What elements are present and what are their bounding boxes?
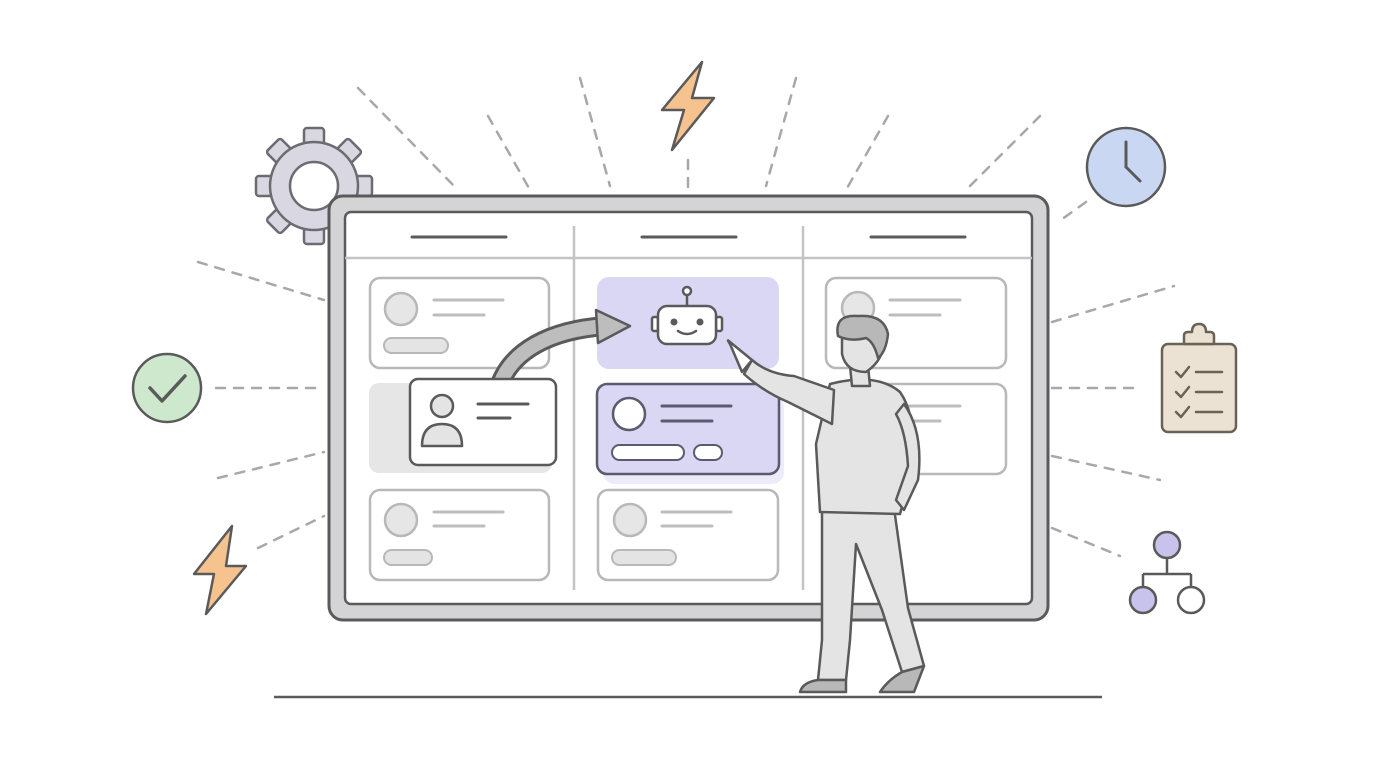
- lightning-icon: [192, 524, 248, 616]
- ray-line: [844, 114, 890, 192]
- ray-line: [216, 450, 326, 480]
- dragged-user-card: [408, 377, 558, 467]
- person-figure: [726, 314, 926, 694]
- ray-line: [256, 514, 326, 550]
- ray-line: [1056, 200, 1088, 224]
- ray-line: [764, 76, 798, 188]
- ray-line: [1050, 454, 1162, 482]
- ray-line: [486, 114, 532, 192]
- clock-icon: [1085, 126, 1167, 208]
- task-card: [368, 276, 551, 370]
- ray-line: [1050, 526, 1122, 558]
- ray-line: [1050, 284, 1176, 324]
- task-card: [596, 488, 780, 582]
- arrow-icon: [490, 308, 632, 394]
- radiating-lines: [196, 76, 1176, 558]
- assigned-card: [595, 382, 784, 484]
- clipboard-checklist-icon: [1160, 322, 1238, 434]
- ray-line: [196, 260, 326, 302]
- lightning-icon: [660, 60, 716, 152]
- ray-line: [578, 76, 612, 188]
- user-icon: [420, 393, 464, 448]
- network-icon: [1128, 530, 1206, 615]
- ray-line: [964, 114, 1042, 192]
- ray-line: [356, 86, 460, 192]
- robot-icon: [650, 285, 724, 346]
- check-icon: [131, 352, 203, 424]
- task-card: [368, 488, 551, 582]
